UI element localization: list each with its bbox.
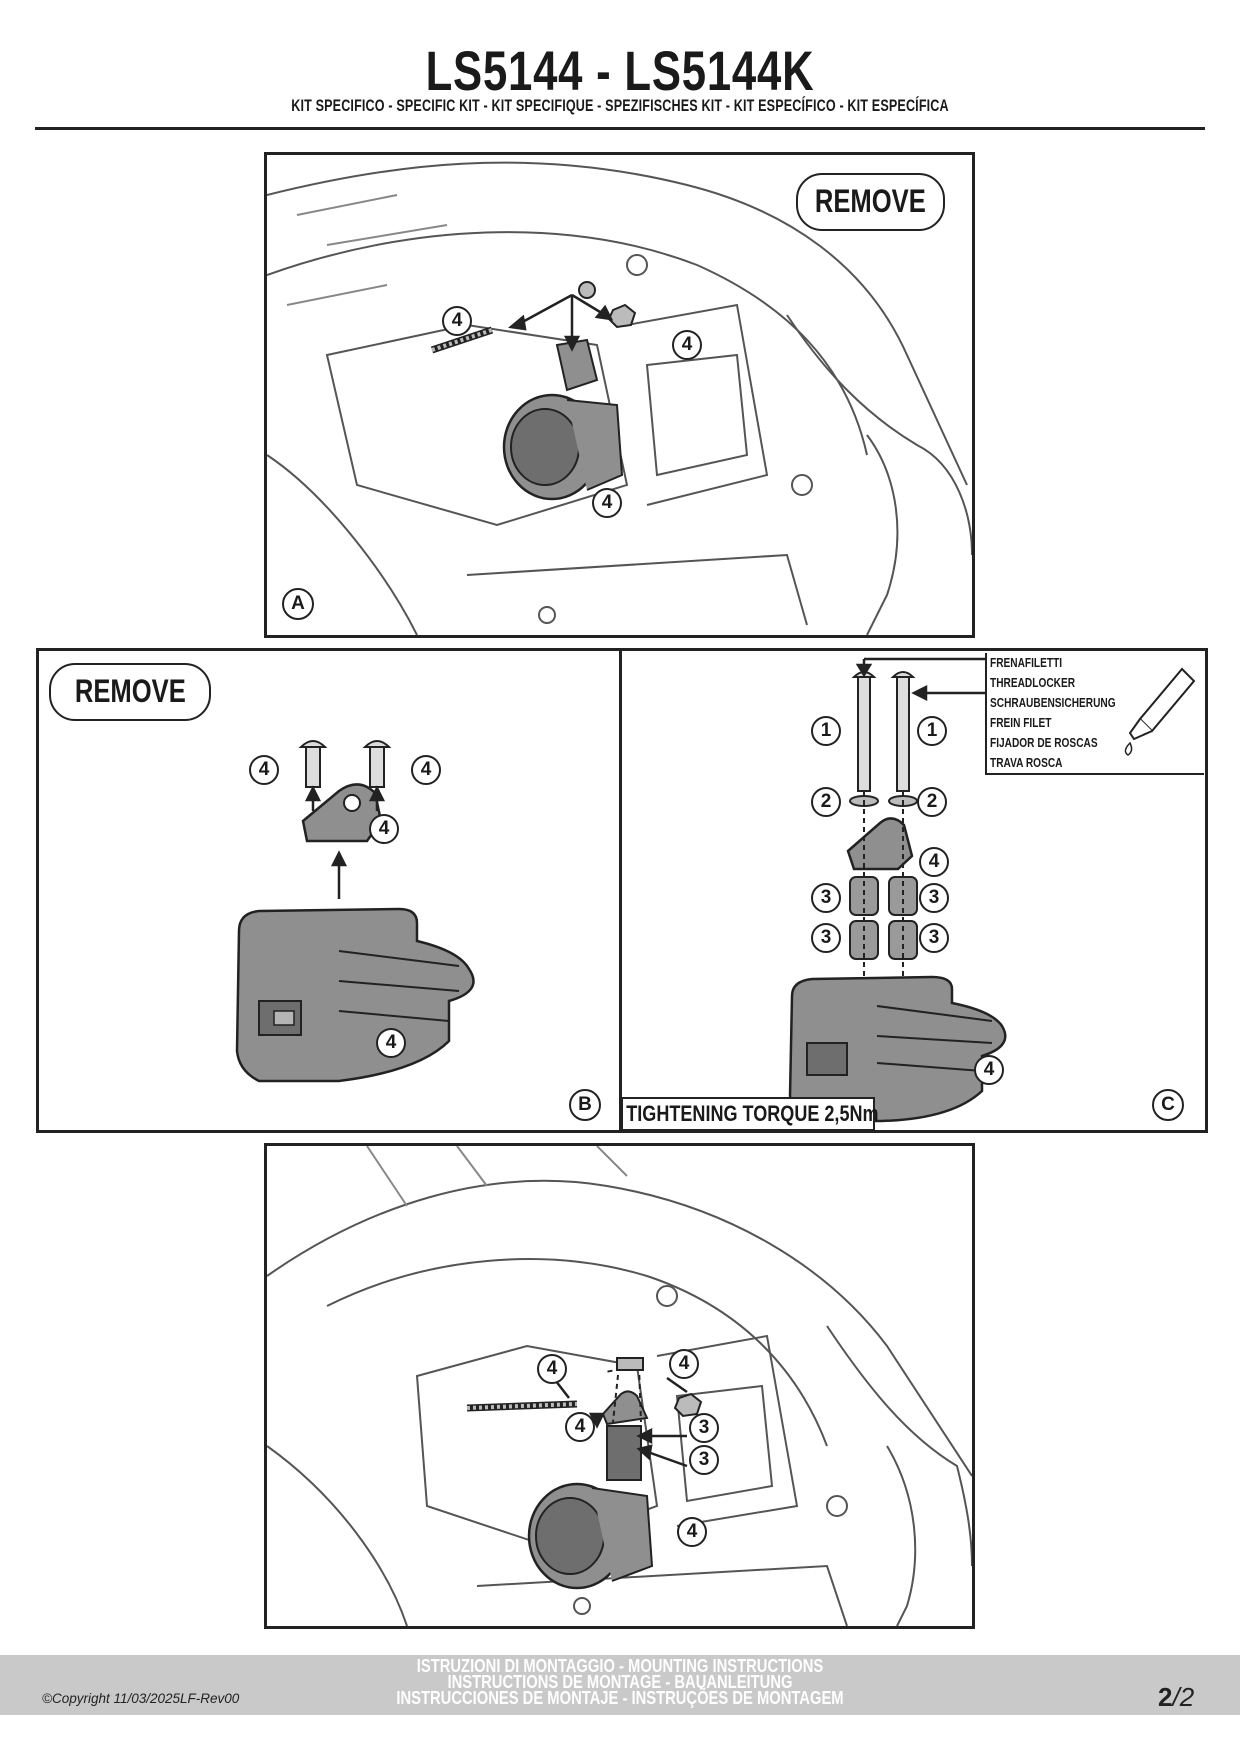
callout-nut: 4 — [672, 330, 702, 360]
remove-badge: REMOVE — [49, 663, 211, 721]
callout-spacer: 3 — [689, 1445, 719, 1475]
callout-screw: 4 — [442, 306, 472, 336]
panel-c-illustration — [788, 657, 1007, 1123]
callout-washer-right: 2 — [917, 787, 947, 817]
callout-screw-left: 4 — [249, 755, 279, 785]
copyright-notice: ©Copyright 11/03/2025LF-Rev00 — [42, 1691, 240, 1706]
threadlocker-line: SCHRAUBENSICHERUNG — [990, 695, 1116, 710]
callout-fog-light: 4 — [677, 1517, 707, 1547]
panel-c-label: C — [1152, 1089, 1184, 1121]
callout-fog-light: 4 — [974, 1055, 1004, 1085]
callout-bracket: 4 — [565, 1412, 595, 1442]
callout-fog-light: 4 — [376, 1028, 406, 1058]
page-number: 2/2 — [1158, 1682, 1194, 1713]
panel-d-illustration — [267, 1146, 972, 1626]
callout-fog-light: 4 — [592, 488, 622, 518]
footer-line: INSTRUCCIONES DE MONTAJE - INSTRUÇÕES DE… — [396, 1688, 844, 1708]
threadlocker-bottle-icon — [1124, 667, 1196, 756]
threadlocker-line: TRAVA ROSCA — [990, 755, 1063, 770]
callout-bracket: 4 — [919, 847, 949, 877]
footer-bar — [0, 1655, 1240, 1715]
callout-spacer: 3 — [811, 923, 841, 953]
page-current: 2 — [1158, 1682, 1173, 1712]
panel-b-label: B — [569, 1089, 601, 1121]
callout-screw: 4 — [537, 1354, 567, 1384]
panel-a-label: A — [282, 588, 314, 620]
document-subtitle: KIT SPECIFICO - SPECIFIC KIT - KIT SPECI… — [291, 96, 949, 115]
callout-spacer: 3 — [919, 883, 949, 913]
panel-a-illustration — [267, 161, 972, 635]
document-title: LS5144 - LS5144K — [425, 39, 815, 102]
callout-screw-right: 4 — [411, 755, 441, 785]
header-rule — [35, 127, 1205, 130]
page-total: 2 — [1179, 1682, 1195, 1712]
threadlocker-line: FRENAFILETTI — [990, 655, 1063, 670]
threadlocker-line: FIJADOR DE ROSCAS — [990, 735, 1098, 750]
footer-instructions: ISTRUZIONI DI MONTAGGIO - MOUNTING INSTR… — [0, 1656, 1240, 1708]
panel-d: 4 4 4 3 3 4 — [264, 1143, 975, 1629]
callout-bolt-right: 1 — [917, 716, 947, 746]
footer-line: ISTRUZIONI DI MONTAGGIO - MOUNTING INSTR… — [416, 1656, 824, 1676]
threadlocker-line: FREIN FILET — [990, 715, 1052, 730]
callout-nut: 4 — [669, 1349, 699, 1379]
threadlocker-box: FRENAFILETTI THREADLOCKER SCHRAUBENSICHE… — [985, 653, 1204, 775]
callout-washer-left: 2 — [811, 787, 841, 817]
remove-badge: REMOVE — [796, 173, 945, 231]
panel-a: REMOVE 4 4 4 A — [264, 152, 975, 638]
tightening-torque-label: TIGHTENING TORQUE 2,5Nm — [621, 1097, 879, 1131]
callout-bracket: 4 — [369, 814, 399, 844]
footer-line: INSTRUCTIONS DE MONTAGE - BAUANLEITUNG — [447, 1672, 793, 1692]
callout-bolt-left: 1 — [811, 716, 841, 746]
panel-b: REMOVE 4 4 4 4 B — [36, 648, 625, 1133]
panel-c: FRENAFILETTI THREADLOCKER SCHRAUBENSICHE… — [619, 648, 1208, 1133]
threadlocker-line: THREADLOCKER — [990, 675, 1076, 690]
callout-spacer: 3 — [919, 923, 949, 953]
callout-spacer: 3 — [689, 1413, 719, 1443]
page-separator: / — [1172, 1682, 1180, 1712]
panel-b-illustration — [235, 740, 475, 1083]
callout-spacer: 3 — [811, 883, 841, 913]
